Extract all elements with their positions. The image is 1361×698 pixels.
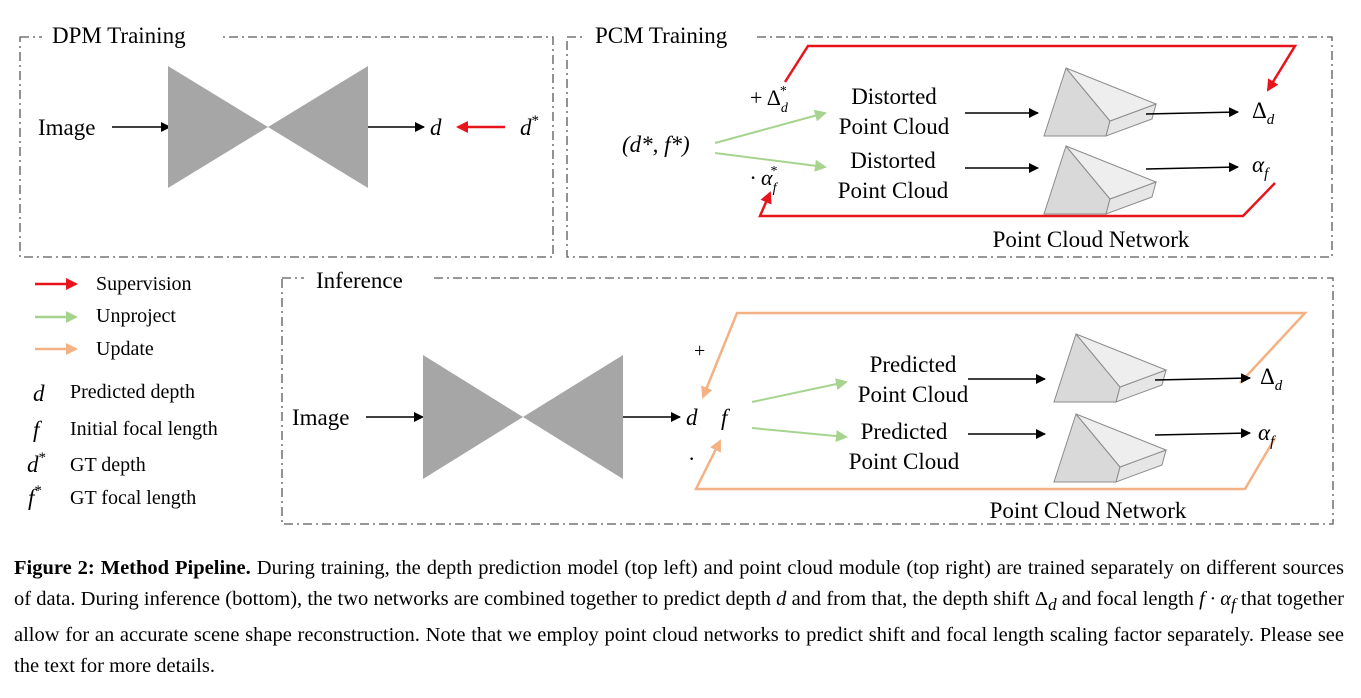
figure-caption: Figure 2: Method Pipeline. During traini…: [14, 553, 1344, 681]
inference-image-label: Image: [292, 405, 349, 430]
legend-gt-depth: GT depth: [70, 454, 146, 476]
caption-part1: During training, the depth prediction mo…: [14, 557, 1344, 610]
inference-network-label: Point Cloud Network: [990, 498, 1187, 523]
inference-f: f: [721, 405, 731, 430]
inference-box1-line1: Predicted: [870, 352, 957, 377]
caption-f-expr: f · αf: [1199, 587, 1236, 614]
legend-unproject-label: Unproject: [96, 305, 176, 327]
legend-update-label: Update: [96, 338, 154, 360]
legend-symbol-d: d: [33, 381, 45, 406]
dpm-title: DPM Training: [52, 23, 186, 48]
dpm-output-d: d: [430, 115, 442, 140]
inference-panel-border: [281, 277, 1334, 525]
legend-symbol-gt-f: f*: [28, 483, 42, 510]
inference-point-cloud-network-top: [1053, 333, 1167, 403]
legend-predicted-depth: Predicted depth: [70, 381, 195, 403]
pcm-box2-line2: Point Cloud: [838, 178, 949, 203]
dpm-gt-d: d*: [520, 113, 539, 140]
inference-unproject-arrow-bottom: [751, 427, 848, 443]
inference-output-delta: Δd: [1260, 364, 1283, 394]
inference-dot-op: ·: [688, 446, 695, 471]
inference-box1-line2: Point Cloud: [858, 382, 969, 407]
legend-initial-focal: Initial focal length: [70, 418, 218, 440]
pcm-gt-input: (d*, f*): [622, 132, 690, 157]
legend-supervision-label: Supervision: [96, 273, 192, 295]
pcm-title: PCM Training: [595, 23, 728, 48]
pcm-point-cloud-network-top: [1043, 67, 1157, 137]
pcm-output-alpha: αf: [1252, 152, 1270, 182]
pcm-point-cloud-network-bottom: [1043, 145, 1157, 215]
pcm-box2-line1: Distorted: [850, 148, 936, 173]
pcm-scale-supervision-loop: [758, 182, 1276, 218]
pcm-scale-op: · αf*: [750, 164, 779, 196]
caption-label: Figure 2: Method Pipeline.: [14, 557, 251, 579]
legend: Supervision Unproject Update d Predicted…: [27, 273, 218, 510]
inference-decoder-shape: [523, 355, 623, 479]
inference-d: d: [686, 405, 698, 430]
inference-plus-op: +: [694, 340, 705, 362]
pcm-unproject-arrow-bottom: [714, 152, 827, 172]
inference-shift-update-loop: [701, 311, 1308, 399]
inference-point-cloud-network-bottom: [1053, 413, 1167, 483]
pcm-panel-border: [566, 36, 1333, 258]
pcm-shift-supervision-loop: [783, 44, 1298, 92]
pcm-panel: PCM Training (d*, f*) + Δd* · αf* Distor…: [566, 22, 1333, 258]
caption-part4: that together allow for an accurate scen…: [14, 587, 1344, 677]
pcm-box1-line1: Distorted: [851, 84, 937, 109]
caption-d: d: [776, 587, 787, 610]
inference-box2-line2: Point Cloud: [849, 449, 960, 474]
pcm-network-label: Point Cloud Network: [993, 227, 1190, 252]
pipeline-diagram: DPM Training Image d d* PCM Training (d*…: [19, 22, 1334, 525]
pcm-output-delta: Δd: [1252, 98, 1275, 128]
pcm-shift-op: + Δd*: [750, 84, 789, 116]
caption-part2: and from that, the depth shift: [786, 587, 1035, 610]
dpm-encoder-shape: [168, 66, 268, 188]
legend-symbol-f: f: [33, 417, 43, 442]
inference-panel: Inference + · Image d f Predicted Point …: [281, 266, 1334, 525]
inference-title: Inference: [316, 268, 403, 293]
legend-symbol-gt-d: d*: [27, 450, 46, 477]
inference-encoder-shape: [423, 355, 523, 479]
caption-delta: Δd: [1034, 587, 1057, 614]
dpm-decoder-shape: [268, 66, 368, 188]
caption-part3: and focal length: [1056, 587, 1200, 610]
dpm-image-label: Image: [38, 115, 95, 140]
inference-box2-line1: Predicted: [861, 419, 948, 444]
pcm-box1-line2: Point Cloud: [839, 114, 950, 139]
pcm-unproject-arrow-top: [714, 109, 827, 144]
inference-unproject-arrow-top: [751, 378, 848, 403]
dpm-panel: DPM Training Image d d*: [19, 22, 554, 258]
inference-output-alpha: αf: [1258, 420, 1276, 450]
inference-scale-update-loop: [693, 437, 1277, 491]
legend-gt-focal: GT focal length: [70, 487, 196, 509]
dpm-panel-border: [19, 36, 554, 258]
